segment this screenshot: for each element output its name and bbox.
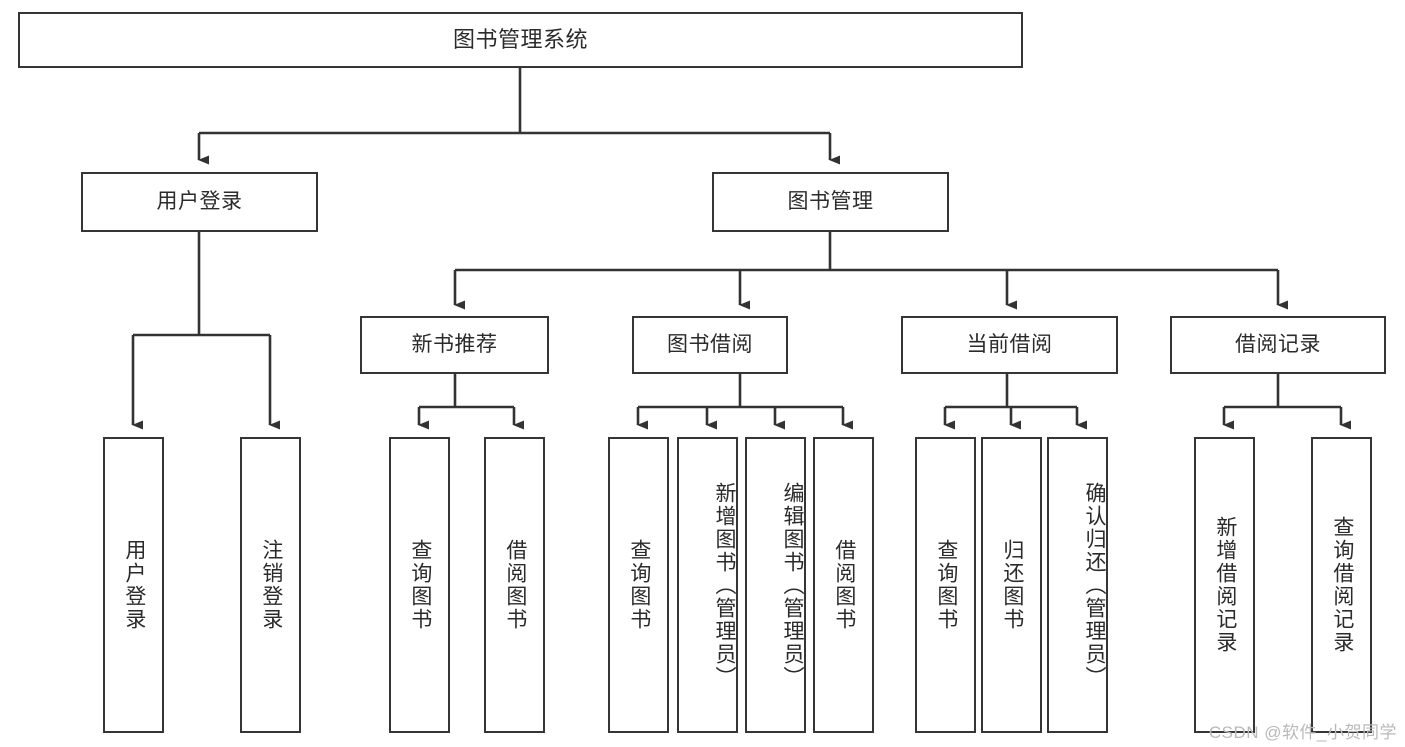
node-user-login[interactable]: 用户登录 [81, 172, 318, 232]
node-borrow-record[interactable]: 借阅记录 [1170, 316, 1386, 374]
node-label: 新书推荐 [411, 332, 498, 356]
node-label: 查询借阅记录 [1330, 516, 1354, 654]
leaf-borrow-book-2[interactable]: 借阅图书 [813, 437, 874, 733]
node-label: 编辑图书（管理员） [781, 481, 804, 689]
csdn-watermark: CSDN @软件_小贺同学 [1208, 723, 1397, 742]
node-current-borrow[interactable]: 当前借阅 [901, 316, 1118, 374]
leaf-add-record[interactable]: 新增借阅记录 [1194, 437, 1255, 733]
node-label: 用户登录 [156, 189, 243, 213]
node-label: 查询图书 [934, 539, 958, 631]
node-label: 图书管理系统 [452, 27, 588, 53]
leaf-add-book[interactable]: 新增图书（管理员） [677, 437, 738, 733]
node-label: 借阅图书 [832, 539, 856, 631]
node-label: 查询图书 [408, 539, 432, 631]
node-label: 借阅图书 [503, 539, 527, 631]
leaf-query-record[interactable]: 查询借阅记录 [1311, 437, 1372, 733]
node-label: 新增图书（管理员） [713, 481, 736, 689]
leaf-query-book-1[interactable]: 查询图书 [389, 437, 450, 733]
node-label: 确认归还（管理员） [1083, 481, 1106, 689]
leaf-confirm-return[interactable]: 确认归还（管理员） [1047, 437, 1108, 733]
node-label: 图书借阅 [667, 332, 753, 356]
node-label: 用户登录 [122, 539, 146, 631]
leaf-user-login[interactable]: 用户登录 [103, 437, 164, 733]
node-label: 注销登录 [259, 539, 283, 631]
leaf-return-book[interactable]: 归还图书 [981, 437, 1042, 733]
node-label: 图书管理 [787, 189, 874, 213]
leaf-query-book-3[interactable]: 查询图书 [915, 437, 976, 733]
node-label: 查询图书 [627, 539, 651, 631]
leaf-borrow-book-1[interactable]: 借阅图书 [484, 437, 545, 733]
leaf-query-book-2[interactable]: 查询图书 [608, 437, 669, 733]
node-label: 新增借阅记录 [1213, 516, 1237, 654]
node-label: 借阅记录 [1235, 332, 1321, 356]
leaf-edit-book[interactable]: 编辑图书（管理员） [745, 437, 806, 733]
node-label: 归还图书 [1000, 539, 1024, 631]
node-label: 当前借阅 [966, 332, 1053, 356]
node-book-manage[interactable]: 图书管理 [712, 172, 949, 232]
node-book-borrow[interactable]: 图书借阅 [632, 316, 788, 374]
node-root-book-management-system[interactable]: 图书管理系统 [18, 12, 1023, 68]
node-new-book-recommend[interactable]: 新书推荐 [360, 316, 549, 374]
leaf-user-logout[interactable]: 注销登录 [240, 437, 301, 733]
